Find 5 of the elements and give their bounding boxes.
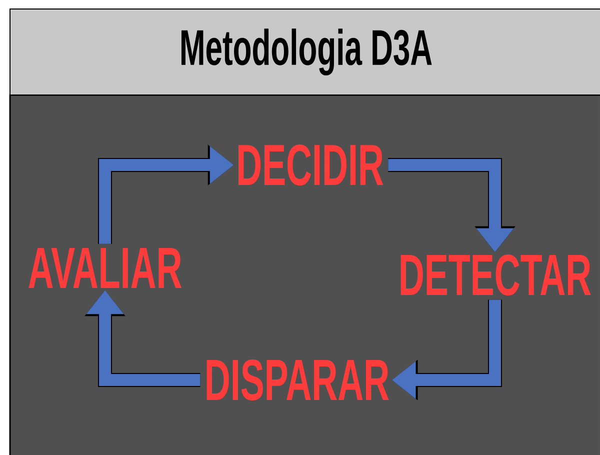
stage-label: DISPARAR (206, 359, 389, 401)
title-bar: Metodologia D3A (10, 8, 600, 96)
stage-label: DETECTAR (400, 254, 591, 296)
stage-label: AVALIAR (28, 248, 182, 288)
stage-label: DECIDIR (238, 144, 384, 186)
